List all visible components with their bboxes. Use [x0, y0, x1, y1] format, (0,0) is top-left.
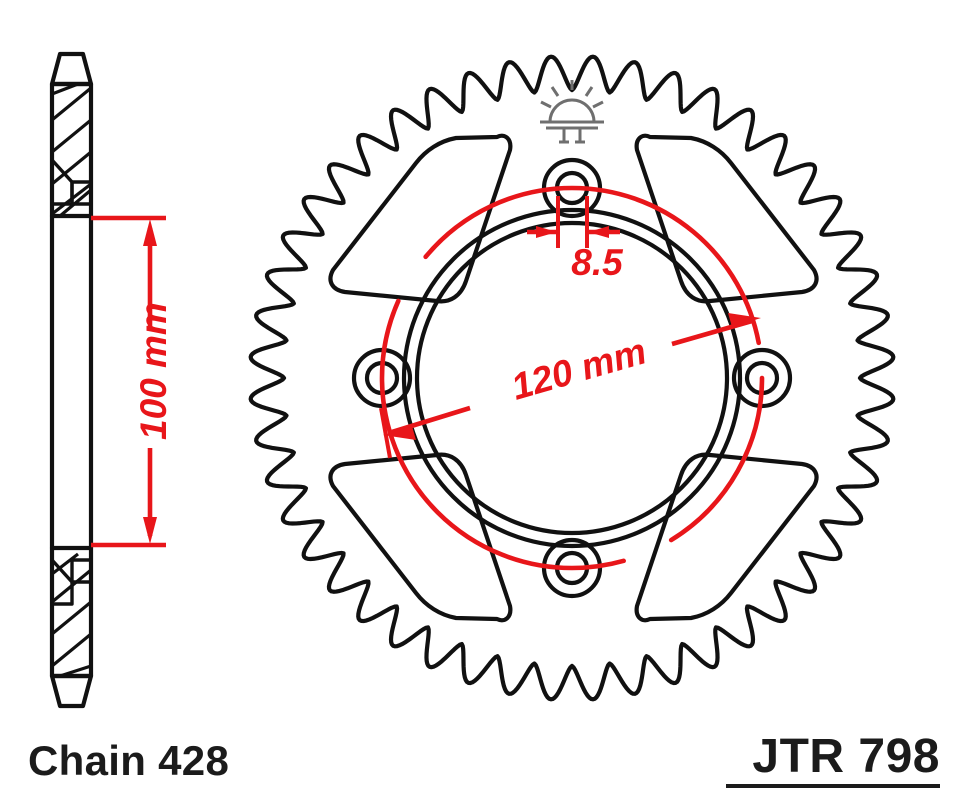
- dim-85-label: 8.5: [571, 242, 624, 283]
- bolt-circle-pcd: [379, 185, 765, 571]
- sprocket-teeth-ring: [248, 54, 896, 702]
- dim-100-label: 100 mm: [133, 302, 174, 440]
- rising-sun-logo: [540, 80, 604, 144]
- profile-upper-notch-box: [70, 180, 93, 206]
- dim-120-tick-left: [379, 407, 392, 459]
- window-upper-left: [328, 133, 513, 304]
- profile-bottom-tooth-tip: [49, 673, 94, 709]
- dim-120-label: 120 mm: [507, 330, 651, 407]
- part-number-group: JTR 798: [726, 730, 940, 788]
- profile-top-tooth-tip: [49, 51, 94, 87]
- lightening-windows: [328, 133, 819, 623]
- dim-120-arrow-right: [728, 313, 761, 327]
- window-lower-right: [634, 452, 819, 623]
- profile-lower-notch-box: [70, 558, 93, 584]
- chain-label: Chain 428: [28, 737, 229, 784]
- window-upper-right: [634, 133, 819, 304]
- dim-120-arrow-left: [383, 426, 416, 440]
- side-section-view: [49, 51, 94, 709]
- dim-85-arrow-right: [588, 226, 609, 238]
- dim-120-line: [391, 405, 471, 435]
- part-number-label: JTR 798: [752, 730, 940, 783]
- hub-outer-circle: [401, 207, 743, 549]
- dimension-100mm: 100 mm: [91, 215, 174, 548]
- dim-85-arrow-left: [536, 226, 557, 238]
- dim-100-arrow-bottom: [143, 517, 157, 544]
- dim-100-arrow-top: [143, 219, 157, 246]
- window-lower-left: [328, 452, 513, 623]
- dimension-8p5: 8.5: [527, 196, 624, 283]
- profile-lower-notch: [50, 558, 74, 606]
- hub-inner-circle: [414, 220, 730, 536]
